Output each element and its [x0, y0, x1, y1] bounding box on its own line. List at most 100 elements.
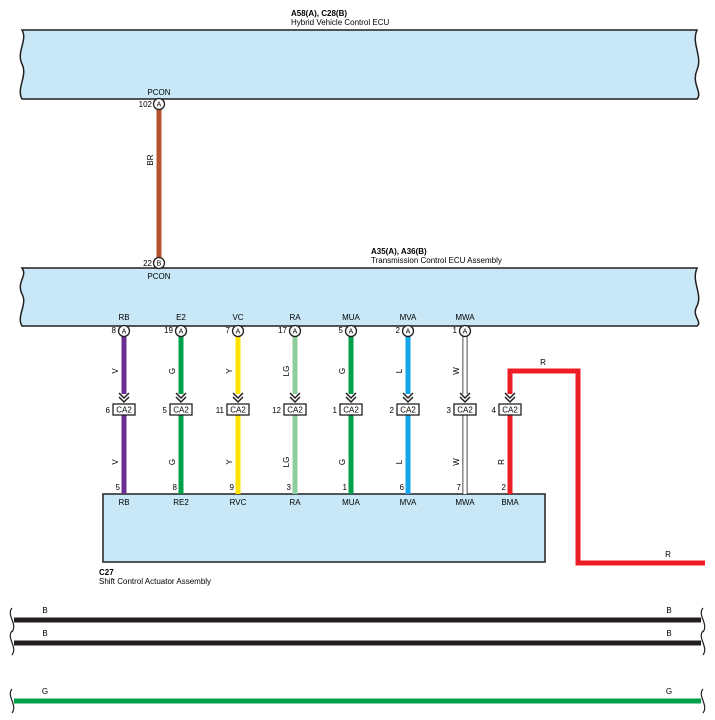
hv-ecu-terminal-pin: 102 [139, 100, 153, 109]
wire-code-lower: Y [225, 459, 234, 465]
break-left [9, 688, 15, 714]
wire-code-upper: LG [282, 366, 291, 377]
wire-code-right: B [666, 629, 671, 638]
wire-code-upper: W [452, 367, 461, 375]
wire-code-left: B [42, 629, 47, 638]
pcon-wire-code: BR [146, 154, 155, 165]
ca2-junction-label: CA2 [343, 406, 359, 415]
tcu-terminal-circle: A [401, 324, 415, 338]
ca2-junction: CA2 1 [333, 392, 363, 416]
actuator-terminal-pin: 5 [116, 483, 121, 492]
hv-ecu-component: A58(A), C28(B) Hybrid Vehicle Control EC… [19, 9, 700, 109]
ca2-junction-label: CA2 [230, 406, 246, 415]
svg-text:B: B [157, 261, 162, 268]
ca2-junction-label: CA2 [173, 406, 189, 415]
tcu-terminal-circle-letter: A [179, 329, 184, 336]
hv-ecu-terminal-name: PCON [147, 88, 170, 97]
tcu-terminal-circle-letter: A [122, 329, 127, 336]
tcu-terminal-circle: A [288, 324, 302, 338]
tcu-terminal-circle: A [458, 324, 472, 338]
ca2-junction-pin: 11 [216, 406, 225, 415]
actuator-terminal-name: RE2 [173, 498, 189, 507]
tcu-terminal-pin: 8 [112, 326, 117, 335]
wire-code-lower: W [452, 458, 461, 466]
tcu-top-terminal-circle: B [152, 256, 166, 270]
actuator-box [102, 493, 546, 563]
tcu-terminal-name: VC [232, 313, 243, 322]
ca2-junction-pin: 3 [447, 406, 452, 415]
actuator-terminal-pin: 6 [400, 483, 405, 492]
tcu-terminal-pin: 19 [164, 326, 173, 335]
ca2-junction-label: CA2 [457, 406, 473, 415]
tcu-terminal-name: MWA [455, 313, 475, 322]
tcu-terminal-name: MVA [400, 313, 417, 322]
ca2-junction-pin: 5 [163, 406, 168, 415]
wire-code-upper: V [111, 368, 120, 374]
wire-code-upper: L [395, 368, 404, 373]
tcu-connector-label: A35(A), A36(B) [371, 247, 427, 256]
actuator-terminal-name: RA [289, 498, 301, 507]
actuator-name: Shift Control Actuator Assembly [99, 577, 211, 586]
hv-ecu-terminal-circle: A [152, 97, 166, 111]
svg-text:A: A [157, 102, 162, 109]
bma-wire-code-right: R [665, 550, 671, 559]
hv-ecu-name: Hybrid Vehicle Control ECU [291, 18, 389, 27]
actuator-component: C27 Shift Control Actuator Assembly [99, 493, 546, 586]
actuator-terminal-name: MUA [342, 498, 360, 507]
actuator-terminal-name: MVA [400, 498, 417, 507]
wire-code-lower: G [338, 459, 347, 465]
break-left [9, 630, 15, 656]
ca2-junction-pin: 1 [333, 406, 338, 415]
bma-actuator-name: BMA [501, 498, 519, 507]
wire-code-lower: V [111, 459, 120, 465]
actuator-terminal-pin: 8 [173, 483, 178, 492]
break-right [700, 630, 706, 656]
tcu-terminal-circle: A [344, 324, 358, 338]
wire-code-lower: G [168, 459, 177, 465]
ca2-junction-label: CA2 [400, 406, 416, 415]
tcu-component: A35(A), A36(B) Transmission Control ECU … [19, 247, 700, 327]
actuator-terminal-name: RB [118, 498, 129, 507]
actuator-terminal-pin: 3 [287, 483, 292, 492]
tcu-terminal-name: E2 [176, 313, 186, 322]
tcu-terminal-name: MUA [342, 313, 360, 322]
tcu-terminal-circle-letter: A [293, 329, 298, 336]
tcu-terminal-name: RA [289, 313, 301, 322]
tcu-terminal-circle: A [231, 324, 245, 338]
wire-code-left: B [42, 606, 47, 615]
pcon-wire: BR [146, 108, 162, 258]
wire-code-left: G [42, 687, 48, 696]
tcu-terminal-circle: A [174, 324, 188, 338]
ca2-junction: CA2 11 [216, 392, 250, 416]
bma-wire-code-lower: R [497, 459, 506, 465]
tcu-terminal-circle-letter: A [406, 329, 411, 336]
actuator-connector-label: C27 [99, 568, 114, 577]
ca2-junction-label: CA2 [287, 406, 303, 415]
hv-ecu-connector-label: A58(A), C28(B) [291, 9, 347, 18]
break-right [700, 607, 706, 633]
bma-wire-code-top: R [540, 358, 546, 367]
actuator-terminal-name: MWA [455, 498, 475, 507]
break-left [9, 607, 15, 633]
tcu-terminal-pin: 2 [396, 326, 401, 335]
wire-code-upper: G [168, 368, 177, 374]
break-right [700, 688, 706, 714]
bma-wire-upper [507, 368, 705, 566]
wire-code-lower: L [395, 459, 404, 464]
actuator-terminal-pin: 9 [230, 483, 235, 492]
tcu-terminal-circle-letter: A [236, 329, 241, 336]
